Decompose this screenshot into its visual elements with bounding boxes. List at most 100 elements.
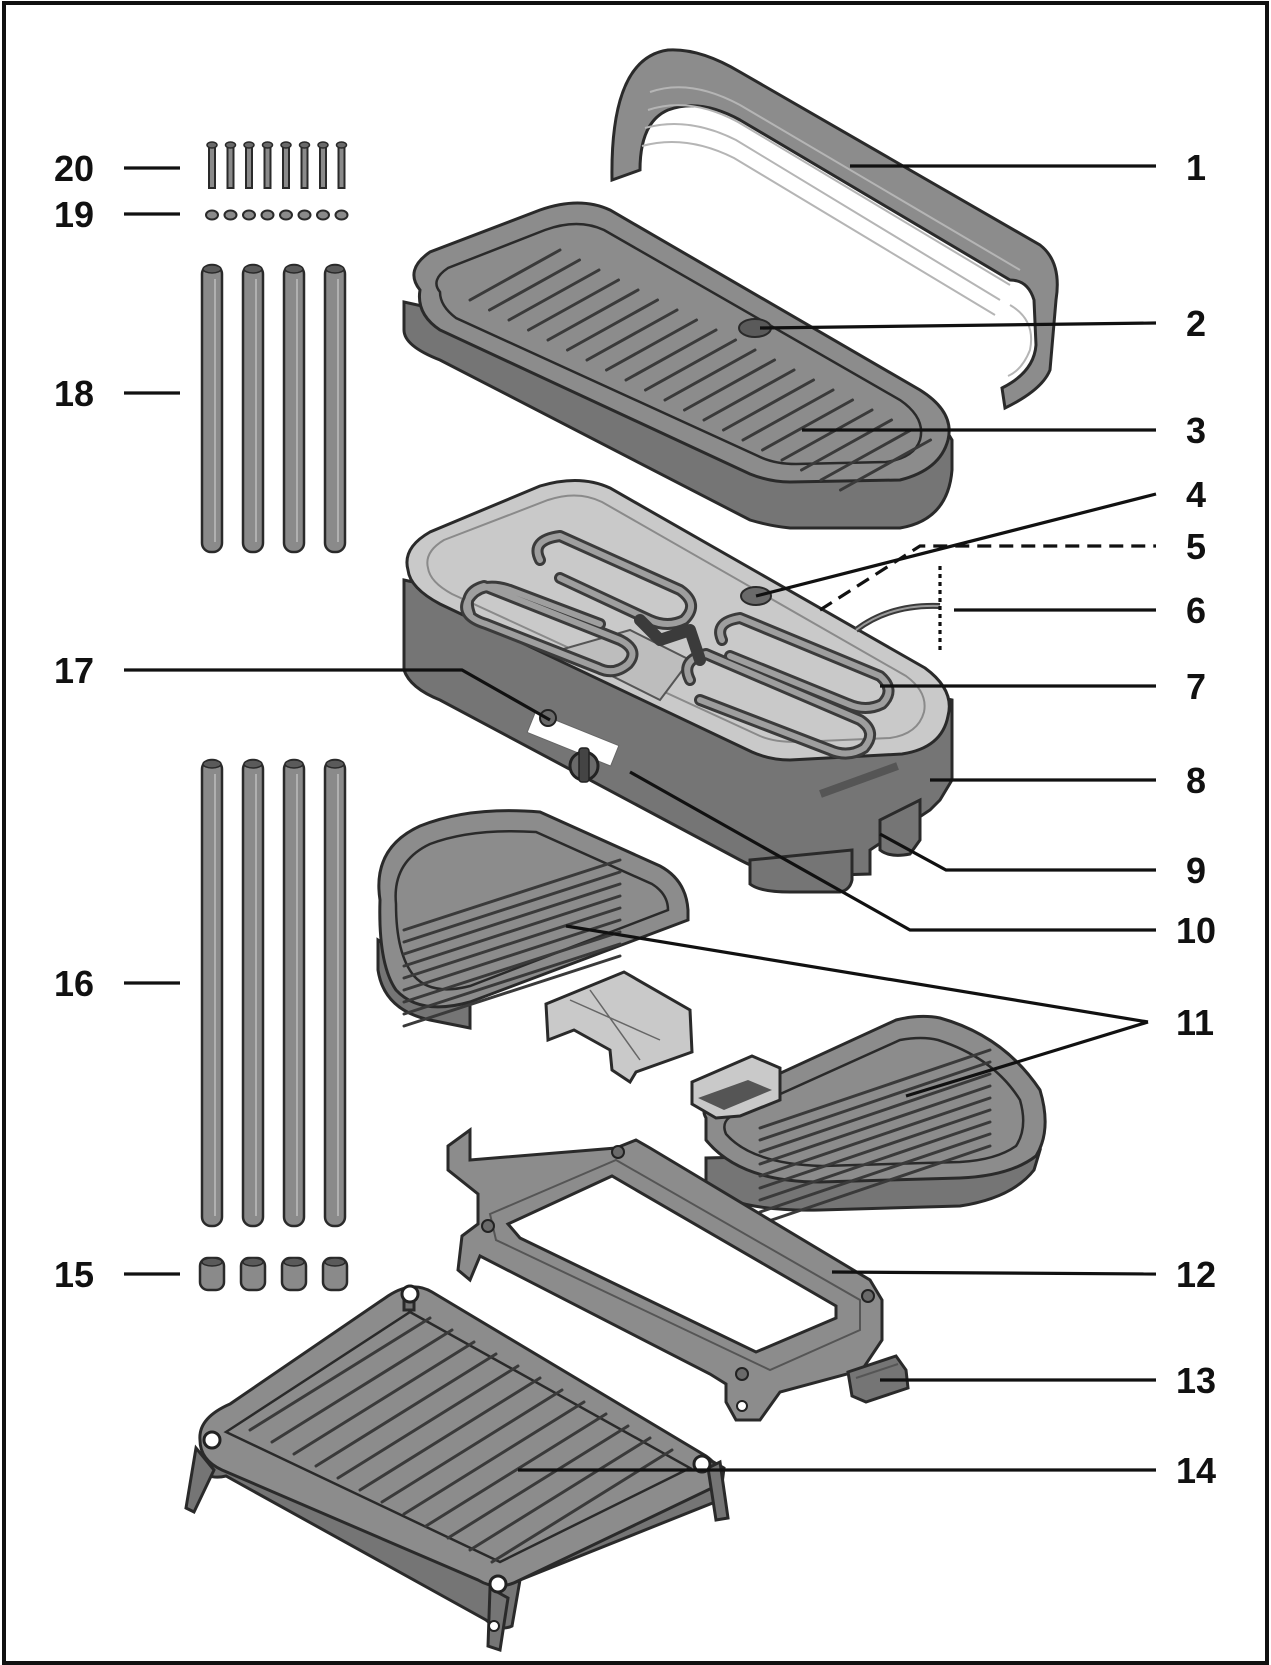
grill-rib (663, 348, 757, 402)
part-19-washers (205, 209, 349, 221)
grill-rib (402, 882, 622, 956)
grill-rib (402, 858, 622, 932)
label-18: 18 (54, 373, 94, 414)
screw-shaft (208, 145, 216, 189)
grill-rib (402, 870, 622, 944)
grill-rib (358, 1376, 542, 1492)
tube-end (202, 264, 222, 274)
washer (334, 209, 349, 221)
grill-rib (402, 906, 622, 980)
tube (282, 263, 306, 554)
grill-rib (402, 930, 622, 1004)
part-12-frame (446, 1127, 884, 1422)
grill-rib (819, 428, 913, 482)
part-18-short-tubes (200, 263, 347, 554)
tube (200, 758, 224, 1228)
grill-rib (741, 388, 835, 442)
washer (205, 209, 219, 221)
part-11-side-plate-left (376, 809, 694, 1085)
screw-head (261, 141, 274, 149)
grill-rib (758, 1096, 992, 1178)
label-7: 7 (1186, 666, 1206, 707)
grill-rib (624, 328, 718, 382)
grill-rib (314, 1352, 498, 1468)
screw-shaft (300, 145, 309, 189)
label-3: 3 (1186, 410, 1206, 451)
grill-rib (292, 1340, 476, 1456)
grill-rib (402, 894, 622, 968)
grill-rib (758, 1084, 992, 1166)
grill-rib (527, 278, 620, 332)
label-17: 17 (54, 650, 94, 691)
screw-shaft (226, 145, 235, 189)
part-11-side-plate-right (690, 1014, 1047, 1226)
grill-rib (380, 1388, 564, 1504)
grill-rib (402, 942, 622, 1016)
grill-rib (722, 378, 815, 432)
grill-rib (758, 1108, 992, 1190)
washer (260, 209, 275, 221)
screw-head (280, 141, 292, 149)
grill-rib (270, 1328, 454, 1444)
part-labels: 1 2 3 4 5 6 7 8 9 10 11 12 13 14 15 16 1… (54, 147, 1216, 1491)
foot-top (324, 1257, 346, 1267)
screw-head (243, 141, 255, 149)
part-14-drip-tray (184, 1284, 730, 1652)
tube (241, 758, 265, 1228)
label-20: 20 (54, 148, 94, 189)
grill-rib (468, 1436, 652, 1552)
part-7-heating-base (402, 478, 954, 894)
screw-head (224, 141, 237, 149)
tube-end (325, 759, 345, 769)
grill-rib (468, 248, 562, 302)
grill-rib (546, 288, 640, 342)
label-2: 2 (1186, 303, 1206, 344)
label-1: 1 (1186, 147, 1206, 188)
foot-top (283, 1257, 305, 1267)
part-15-feet (198, 1256, 349, 1292)
grill-rib (800, 418, 893, 472)
tube (200, 263, 224, 554)
washer (223, 209, 238, 221)
grill-rib (839, 438, 932, 492)
label-15: 15 (54, 1254, 94, 1295)
grill-rib (758, 1132, 992, 1214)
screw-shaft (245, 145, 253, 189)
grill-rib (488, 258, 581, 312)
grill-rib (605, 318, 698, 372)
washer (279, 209, 293, 221)
leader-lines (124, 164, 1157, 1472)
grill-rib (683, 358, 776, 412)
screw-head (298, 141, 311, 149)
screw-shaft (337, 145, 346, 189)
label-11: 11 (1176, 1002, 1214, 1043)
washer (297, 209, 312, 221)
grill-rib (336, 1364, 520, 1480)
screw-head (317, 141, 329, 149)
part-16-long-tubes (200, 758, 347, 1228)
tube-end (243, 264, 263, 274)
washer (316, 209, 330, 221)
tube-end (243, 759, 263, 769)
grill-rib (402, 954, 622, 1028)
tube-end (284, 759, 304, 769)
screw-shaft (319, 145, 327, 189)
foot-top (201, 1257, 223, 1267)
label-8: 8 (1186, 760, 1206, 801)
tube-end (325, 264, 345, 274)
grill-rib (758, 1072, 992, 1154)
part-3-grill-plate (402, 201, 954, 530)
grill-rib (702, 368, 796, 422)
grill-rib (402, 918, 622, 992)
tube (241, 263, 265, 554)
washer (242, 209, 256, 221)
grill-rib (507, 268, 601, 322)
grill-rib (644, 338, 737, 392)
tube (282, 758, 306, 1228)
label-4: 4 (1186, 474, 1206, 515)
tube (323, 758, 347, 1228)
grill-rib (758, 1144, 992, 1226)
